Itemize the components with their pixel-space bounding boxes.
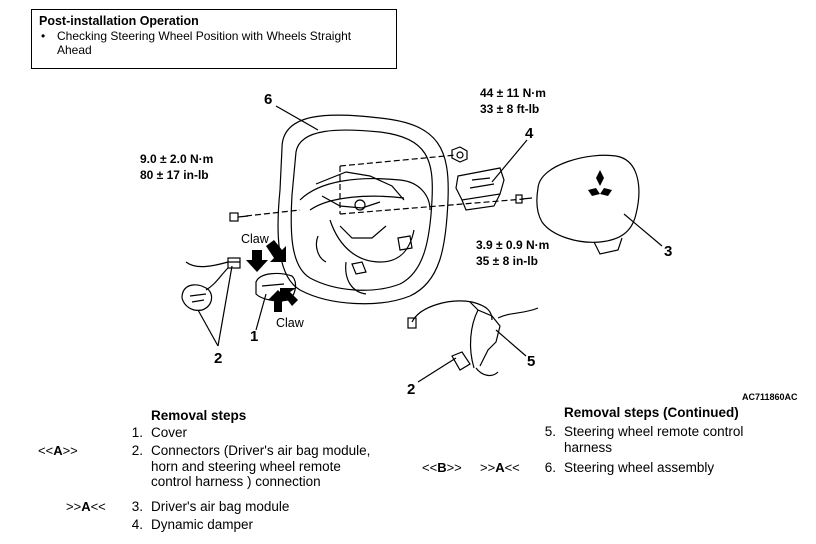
torque-label-bolt-nm: 9.0 ± 2.0 N·m <box>140 152 214 166</box>
torque-label-nut-nm: 44 ± 11 N·m <box>480 86 546 100</box>
step-6-mark-a: >>A<< <box>480 460 520 475</box>
bolt-icon <box>229 212 249 222</box>
step-text: Steering wheel assembly <box>564 460 715 475</box>
step-number: 4. <box>131 517 143 532</box>
removal-step-3: 3. Driver's air bag module <box>132 499 381 515</box>
post-installation-bullet-line1: Checking Steering Wheel Position with Wh… <box>57 29 352 43</box>
cover-illustration <box>255 272 297 302</box>
connector-harness-illustration <box>181 257 241 311</box>
removal-step-2: 2. Connectors (Driver's air bag module, … <box>132 443 383 490</box>
mark-post: << <box>504 460 520 475</box>
step-2-mark: <<A>> <box>38 443 78 458</box>
removal-steps-continued-title: Removal steps (Continued) <box>564 405 739 420</box>
claw-label-top: Claw <box>241 232 269 246</box>
callout-5: 5 <box>527 353 536 370</box>
mark-letter: A <box>495 460 505 475</box>
callout-2-left: 2 <box>214 350 223 367</box>
remote-control-harness-illustration <box>407 300 539 377</box>
dynamic-damper-illustration <box>455 167 505 211</box>
steering-wheel-exploded-diagram <box>181 105 663 383</box>
torque-label-bolt-inlb: 80 ± 17 in-lb <box>140 168 209 182</box>
step-number: 2. <box>131 443 143 458</box>
nut-icon <box>451 146 468 163</box>
post-installation-box: Post-installation Operation • Checking S… <box>31 9 397 69</box>
removal-step-5: 5. Steering wheel remote control harness <box>545 424 794 455</box>
torque-label-nut-ftlb: 33 ± 8 ft-lb <box>480 102 540 116</box>
bullet-dot-icon: • <box>41 29 46 43</box>
mark-letter: A <box>53 443 63 458</box>
claw-arrow-icon <box>268 288 298 312</box>
small-bolt-icon <box>515 194 533 204</box>
claw-arrow-icon <box>246 240 286 272</box>
step-number: 3. <box>131 499 143 514</box>
removal-step-4: 4. Dynamic damper <box>132 517 381 533</box>
mark-post: << <box>90 499 106 514</box>
post-installation-bullet-line2: Ahead <box>57 43 92 57</box>
step-text: Cover <box>151 425 188 440</box>
mark-post: >> <box>446 460 462 475</box>
step-text: Dynamic damper <box>151 517 254 532</box>
callout-3: 3 <box>664 243 673 260</box>
callout-6: 6 <box>264 91 273 108</box>
step-number: 5. <box>544 424 556 439</box>
mark-pre: >> <box>66 499 82 514</box>
mark-post: >> <box>62 443 78 458</box>
mark-letter: B <box>437 460 447 475</box>
callout-2-bottom: 2 <box>407 381 416 398</box>
mark-pre: >> <box>480 460 496 475</box>
torque-label-screw-inlb: 35 ± 8 in-lb <box>476 254 538 268</box>
air-bag-module-illustration <box>536 154 640 255</box>
removal-step-1: 1. Cover <box>132 425 381 441</box>
post-installation-title: Post-installation Operation <box>39 14 199 28</box>
step-3-mark: >>A<< <box>66 499 106 514</box>
removal-step-6: 6. Steering wheel assembly <box>545 460 794 476</box>
post-installation-bullet: • Checking Steering Wheel Position with … <box>39 29 389 57</box>
steering-wheel-illustration <box>277 114 449 305</box>
torque-label-screw-nm: 3.9 ± 0.9 N·m <box>476 238 550 252</box>
step-6-mark-b: <<B>> <box>422 460 462 475</box>
removal-steps-title: Removal steps <box>151 408 247 423</box>
step-text: Steering wheel remote control harness <box>564 424 744 455</box>
claw-label-bottom: Claw <box>276 316 304 330</box>
step-number: 1. <box>131 425 143 440</box>
step-text: Driver's air bag module <box>151 499 290 514</box>
mark-pre: << <box>422 460 438 475</box>
mark-letter: A <box>81 499 91 514</box>
step-text: Connectors (Driver's air bag module, hor… <box>151 443 371 489</box>
mark-pre: << <box>38 443 54 458</box>
step-number: 6. <box>544 460 556 475</box>
mitsubishi-logo-icon <box>588 170 612 196</box>
figure-code: AC711860AC <box>742 392 798 402</box>
callout-4: 4 <box>525 125 534 142</box>
callout-1: 1 <box>250 328 259 345</box>
